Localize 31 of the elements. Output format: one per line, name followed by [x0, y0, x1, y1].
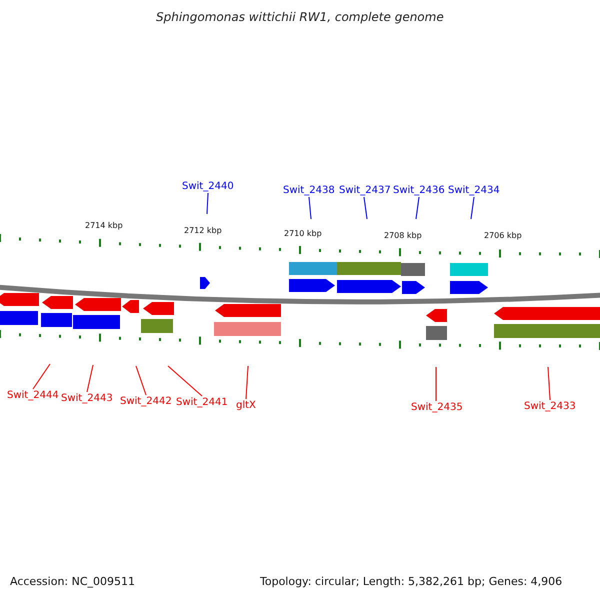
- leader-line: [136, 366, 146, 396]
- genome-summary: Topology: circular; Length: 5,382,261 bp; Genes: 4,906: [260, 576, 562, 588]
- leader-line: [364, 196, 368, 220]
- accession-text: Accession: NC_009511: [10, 576, 136, 588]
- leader-line: [548, 366, 550, 400]
- leader-line: [308, 196, 312, 220]
- leader-line: [470, 196, 474, 220]
- gene-label: Swit_2444: [7, 390, 59, 401]
- scale-label: 2706 kbp: [484, 232, 522, 241]
- leader-line: [32, 364, 50, 390]
- gene-label: Swit_2440: [182, 181, 234, 192]
- gene-label: Swit_2437: [339, 185, 391, 196]
- leader-line: [168, 366, 202, 396]
- leader-line: [246, 366, 248, 400]
- leader-line: [416, 196, 420, 220]
- gene-label: Swit_2434: [448, 185, 500, 196]
- leader-line: [206, 192, 208, 214]
- leader-line: [86, 364, 94, 392]
- gene-label: Swit_2443: [61, 393, 113, 404]
- scale-label: 2712 kbp: [184, 227, 222, 236]
- diagram-title: Sphingomonas wittichii RW1, complete genome: [156, 11, 444, 24]
- scale-label: 2714 kbp: [85, 222, 123, 231]
- scale-label: 2710 kbp: [284, 230, 322, 239]
- scale-label: 2708 kbp: [384, 232, 422, 241]
- gene-label: Swit_2435: [411, 402, 463, 413]
- gene-label: Swit_2441: [176, 397, 228, 408]
- gene-label: gltX: [236, 400, 256, 411]
- gene-label: Swit_2438: [283, 185, 335, 196]
- gene-label: Swit_2433: [524, 401, 576, 412]
- gene-label: Swit_2436: [393, 185, 445, 196]
- gene-label: Swit_2442: [120, 396, 172, 407]
